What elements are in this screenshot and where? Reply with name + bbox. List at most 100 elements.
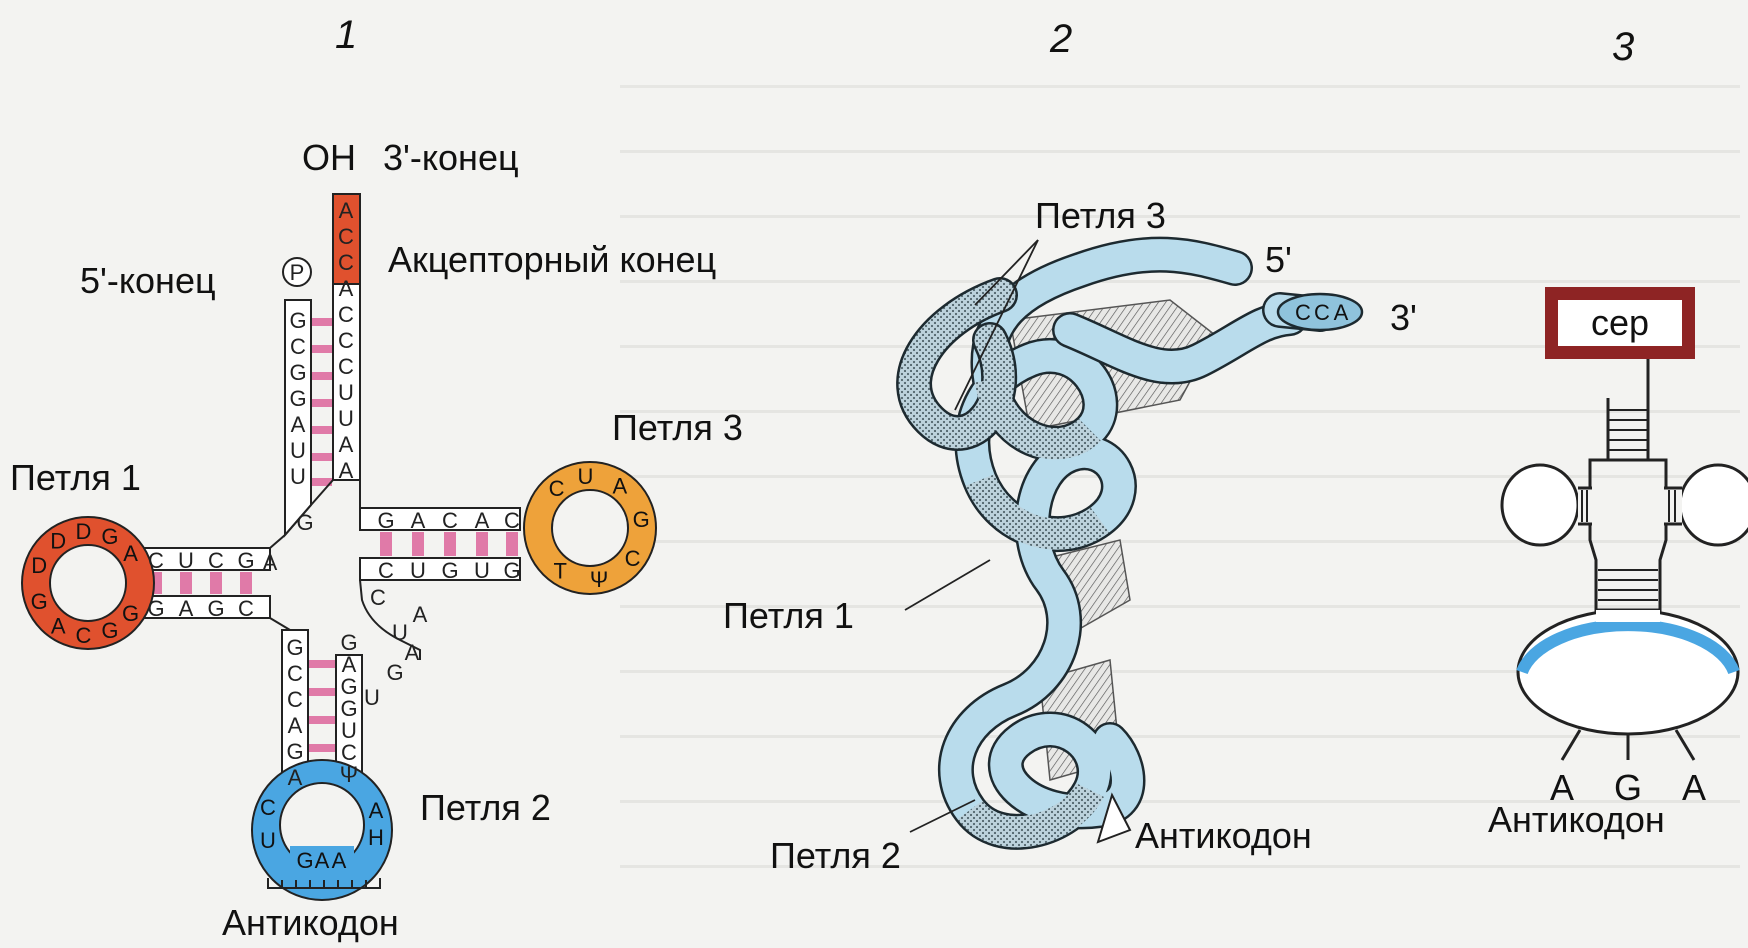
anticodon-loop-5: H [368, 825, 384, 850]
acceptor-3prime-8: U [338, 406, 354, 431]
anticodon-arm-left-5: A [288, 765, 303, 790]
acceptor-3prime-2: C [338, 250, 354, 275]
loop1-label: Петля 1 [10, 457, 141, 498]
t-loop-1: U [578, 464, 594, 489]
d-arm-bottom-3: C [238, 596, 254, 621]
anticodon-loop-6: A [369, 798, 384, 823]
d-loop-1: D [76, 519, 92, 544]
end3-prime-label: 3' [1390, 297, 1417, 338]
extra-0: A [405, 640, 420, 665]
background-text [620, 85, 1740, 868]
variable-loop-0: A [263, 550, 278, 575]
amino-acid-label: сер [1591, 302, 1649, 343]
d-loop-8: G [122, 601, 139, 626]
anticodon-loop-3: A [315, 848, 330, 873]
d-loop-2: G [101, 524, 118, 549]
d-arm-top-2: C [208, 548, 224, 573]
acceptor-5prime-5: U [290, 438, 306, 463]
t-loop-5: Ψ [590, 567, 608, 592]
acceptor-3prime-0: A [339, 198, 354, 223]
variable-loop-1: G [296, 510, 313, 535]
acceptor-3prime-3: A [339, 276, 354, 301]
acceptor-3prime-4: C [338, 302, 354, 327]
schematic-anticodon-3: A [1682, 767, 1706, 808]
t-arm-top-3: A [475, 508, 490, 533]
t-arm-top-1: A [411, 508, 426, 533]
t-arm-bottom-3: U [474, 558, 490, 583]
t-arm-top-4: C [504, 508, 520, 533]
d-loop-5: A [51, 614, 66, 639]
d-arm-top-1: U [178, 548, 194, 573]
tertiary-anticodon-label: Антикодон [1135, 815, 1312, 856]
d-loop-3: A [123, 541, 138, 566]
tertiary-loop1-label: Петля 1 [723, 595, 854, 636]
panel-number-2: 2 [1049, 17, 1072, 61]
d-loop-0: D [50, 528, 66, 553]
acceptor-5prime-3: G [289, 386, 306, 411]
d-loop-7: G [101, 618, 118, 643]
anticodon-arm-left-3: A [288, 713, 303, 738]
d-arm-bottom-1: A [179, 596, 194, 621]
tertiary-loop3-label: Петля 3 [1035, 195, 1166, 236]
anticodon-arm-right-6: Ψ [340, 762, 358, 787]
t-loop-2: A [612, 473, 627, 498]
d-loop-4: G [31, 589, 48, 614]
anticodon-arm-left-4: G [286, 739, 303, 764]
loop3-label: Петля 3 [612, 407, 743, 448]
acceptor-3prime-10: A [339, 458, 354, 483]
t-arm-top-2: C [442, 508, 458, 533]
t-loop-4: C [625, 546, 641, 571]
anticodon-loop-4: A [332, 848, 347, 873]
anticodon-arm-left-1: C [287, 661, 303, 686]
acceptor-5prime-4: A [291, 412, 306, 437]
tertiary-structure: 2 C C A [723, 17, 1417, 876]
variable-loop-4: A [413, 602, 428, 627]
acceptor-5prime-1: C [290, 334, 306, 359]
d-arm-bottom-0: G [147, 596, 164, 621]
phosphate-label: P [290, 260, 305, 285]
end5-prime-label: 5' [1265, 239, 1292, 280]
acceptor-3prime-1: C [338, 224, 354, 249]
acceptor-3prime-6: C [338, 354, 354, 379]
cca-a: A [1334, 300, 1349, 325]
t-arm-bottom-1: U [410, 558, 426, 583]
acceptor-5prime-0: G [289, 308, 306, 333]
variable-loop-2: C [370, 585, 386, 610]
extra-2: U [364, 685, 380, 710]
t-arm-bottom-0: C [378, 558, 394, 583]
anticodon-loop-1: U [260, 828, 276, 853]
cca-c2: C [1314, 300, 1330, 325]
anticodon-arm-left-2: C [287, 687, 303, 712]
anticodon-label: Антикодон [222, 902, 399, 943]
d-arm-top-3: G [237, 548, 254, 573]
acceptor-5prime-6: U [290, 464, 306, 489]
d-arm-top-0: C [148, 548, 164, 573]
panel-number-1: 1 [335, 13, 357, 57]
end3-label: 3'-конец [383, 137, 519, 178]
loop2-label: Петля 2 [420, 787, 551, 828]
extra-1: G [386, 660, 403, 685]
schematic-structure: 3 сер [1488, 25, 1748, 840]
t-arm-bottom-2: G [441, 558, 458, 583]
t-loop-0: C [549, 476, 565, 501]
d-loop-9: D [31, 553, 47, 578]
panel-number-3: 3 [1612, 25, 1634, 69]
anticodon-loop-0: C [260, 795, 276, 820]
t-arm-bottom-4: G [503, 558, 520, 583]
t-loop-6: T [553, 559, 566, 584]
schematic-anticodon-label: Антикодон [1488, 799, 1665, 840]
end5-label: 5'-конец [80, 260, 216, 301]
t-arm-top-0: G [377, 508, 394, 533]
d-arm-bottom-2: G [207, 596, 224, 621]
acceptor-3prime-9: A [339, 432, 354, 457]
acceptor-5prime-2: G [289, 360, 306, 385]
t-loop-3: G [633, 507, 650, 532]
acceptor-end-label: Акцепторный конец [388, 239, 716, 280]
oh-label: OH [302, 137, 356, 178]
anticodon-loop-2: G [296, 848, 313, 873]
anticodon-arm-left-0: G [286, 635, 303, 660]
tertiary-loop2-label: Петля 2 [770, 835, 901, 876]
d-loop-6: C [76, 623, 92, 648]
cca-c1: C [1295, 300, 1311, 325]
